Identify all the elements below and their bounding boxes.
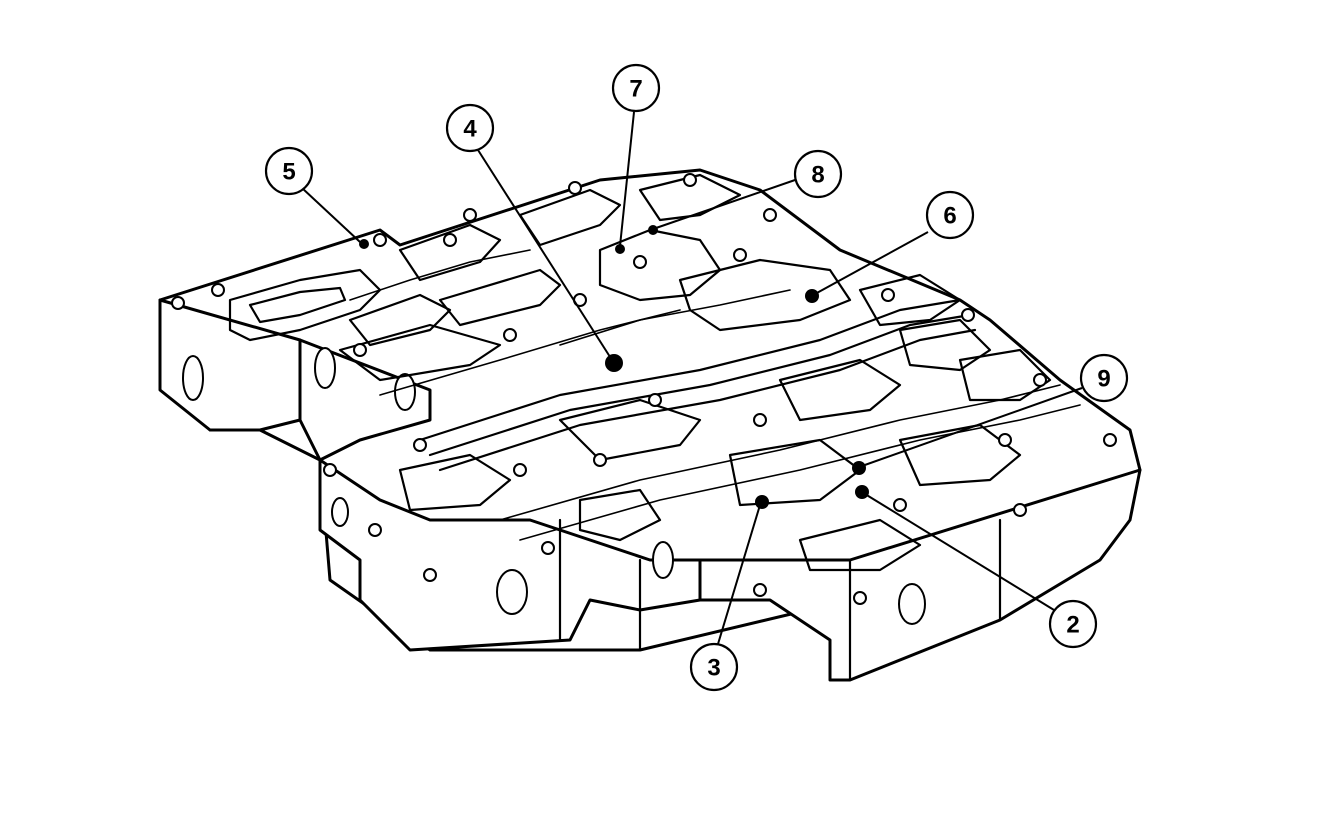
front-right-face: [698, 468, 1142, 682]
bore-hole: [314, 347, 336, 389]
callout-circle: [793, 149, 843, 199]
bolt-holes: [171, 173, 1117, 605]
check-ball-9: [852, 461, 866, 475]
callout-circle: [1079, 353, 1129, 403]
leader-lines: [301, 111, 1083, 645]
check-ball-6: [805, 289, 819, 303]
callout-7: 7: [611, 63, 661, 113]
edge-lines: [298, 338, 1002, 682]
callout-6: 6: [925, 190, 975, 240]
leader-9: [861, 387, 1083, 467]
bore-hole: [394, 373, 416, 411]
leader-8: [655, 179, 796, 229]
callout-3: 3: [689, 642, 739, 692]
bore-hole: [182, 355, 204, 401]
leader-5: [301, 187, 361, 243]
callout-9: 9: [1079, 353, 1129, 403]
check-ball-8: [648, 225, 658, 235]
callout-2: 2: [1048, 599, 1098, 649]
leader-4: [477, 149, 613, 361]
bore-hole: [331, 497, 349, 527]
callout-circle: [611, 63, 661, 113]
callout-circle: [264, 146, 314, 196]
callout-label: 5: [282, 159, 295, 186]
check-ball-4: [605, 354, 623, 372]
channels: [349, 249, 1081, 541]
callout-circle: [1048, 599, 1098, 649]
callout-label: 8: [811, 162, 824, 189]
check-ball-3: [755, 495, 769, 509]
check-ball-5: [359, 239, 369, 249]
leader-6: [814, 231, 929, 295]
bore-hole: [898, 583, 926, 625]
callout-circle: [689, 642, 739, 692]
callout-circle: [445, 103, 495, 153]
check-ball-2: [855, 485, 869, 499]
leader-2: [864, 493, 1055, 611]
callout-label: 2: [1066, 612, 1079, 639]
leader-3: [717, 504, 761, 645]
bore-hole: [496, 569, 528, 615]
callout-circle: [925, 190, 975, 240]
check-ball-7: [615, 244, 625, 254]
callout-label: 4: [463, 116, 477, 143]
callout-5: 5: [264, 146, 314, 196]
callout-label: 3: [707, 655, 720, 682]
callout-label: 7: [629, 76, 642, 103]
bore-hole: [652, 541, 674, 579]
callout-4: 4: [445, 103, 495, 153]
leader-7: [619, 111, 635, 247]
valve-body: [158, 168, 1142, 682]
callout-8: 8: [793, 149, 843, 199]
callout-label: 9: [1097, 366, 1110, 393]
callout-label: 6: [943, 203, 956, 230]
